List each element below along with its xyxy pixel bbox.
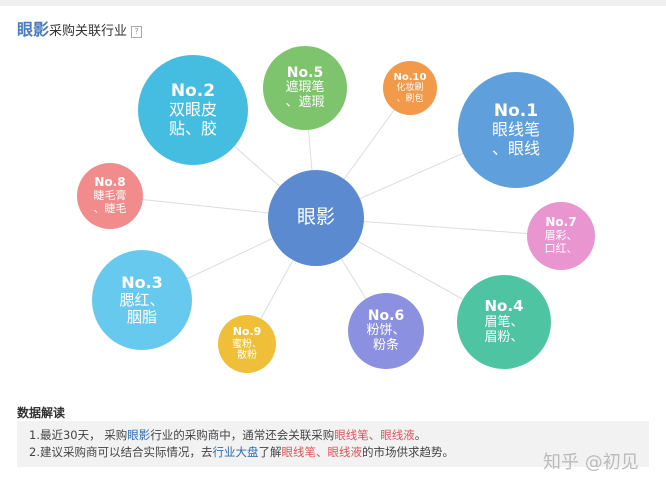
bubble-rank: No.10 <box>393 71 427 83</box>
text: 1.最近30天， 采购 <box>29 428 128 442</box>
bubble-l1: 遮瑕笔 <box>285 80 325 96</box>
bubble-l2: 、睫毛 <box>93 201 127 215</box>
center-bubble: 眼影 <box>268 170 364 266</box>
bubble-l1: 睫毛膏 <box>93 189 127 203</box>
analysis-line-2: 2.建议采购商可以结合实际情况，去行业大盘了解眼线笔、眼线液的市场供求趋势。 <box>29 444 649 461</box>
bubble-rank: No.9 <box>232 325 262 339</box>
bubble-l2: 口红、 <box>544 241 578 255</box>
analysis-title: 数据解读 <box>17 406 66 420</box>
industry-dashboard-link[interactable]: 行业大盘 <box>212 445 259 459</box>
bubble-l2: 、刷包 <box>396 93 424 104</box>
bubble-l2: 、眼线 <box>491 138 540 158</box>
bubble-l1: 化妆刷 <box>396 83 424 94</box>
text: 。 <box>414 428 427 442</box>
bubble-l1: 眉彩、 <box>544 229 578 243</box>
bubble-rank: No.2 <box>170 80 216 101</box>
analysis-line-1: 1.最近30天， 采购眼影行业的采购商中，通常还会关联采购眼线笔、眼线液。 <box>29 427 649 444</box>
bubble-l1: 眼线笔 <box>491 120 540 140</box>
bubble-rank: No.7 <box>545 215 577 230</box>
section-title: 眼影采购关联行业? <box>17 16 143 40</box>
bubble-rank: No.3 <box>121 272 163 292</box>
watermark: 知乎 @初见 <box>543 452 639 473</box>
bubble-l2: 粉条 <box>372 338 399 354</box>
bubble-rank: No.6 <box>367 308 405 325</box>
title-keyword: 眼影 <box>17 20 50 39</box>
keyword-link[interactable]: 眼影 <box>127 428 151 442</box>
bubble-rank: No.8 <box>94 175 126 190</box>
bubble-l2: 眉粉、 <box>484 329 524 345</box>
bubble-l1: 双眼皮 <box>168 100 217 120</box>
bubble-l2: 、遮瑕 <box>285 95 325 111</box>
bubble-l2: 贴、胶 <box>168 118 217 138</box>
title-text: 采购关联行业 <box>49 24 128 39</box>
text: 2.建议采购商可以结合实际情况，去 <box>29 445 213 459</box>
text: 行业的采购商中，通常还会关联采购 <box>150 428 335 442</box>
related-keywords[interactable]: 眼线笔、眼线液 <box>334 428 415 442</box>
bubble-l1: 粉饼、 <box>366 323 406 339</box>
help-icon[interactable]: ? <box>131 25 143 38</box>
bubble-l1: 眉笔、 <box>484 314 524 330</box>
bubble-l1: 蜜粉、 <box>232 338 262 350</box>
related-keywords[interactable]: 眼线笔、眼线液 <box>281 445 362 459</box>
text: 的市场供求趋势。 <box>361 445 454 459</box>
bubble-rank: No.5 <box>286 65 324 82</box>
bubble-rank: No.1 <box>493 100 539 121</box>
analysis-box: 1.最近30天， 采购眼影行业的采购商中，通常还会关联采购眼线笔、眼线液。 2.… <box>17 421 649 467</box>
bubble-l1: 腮红、 <box>119 290 165 309</box>
bubble-l2: 胭脂 <box>126 308 157 327</box>
text: 了解 <box>258 445 282 459</box>
bubble-rank: No.4 <box>484 297 524 316</box>
bubble-l2: 散粉 <box>237 350 257 362</box>
top-bar <box>0 0 666 6</box>
